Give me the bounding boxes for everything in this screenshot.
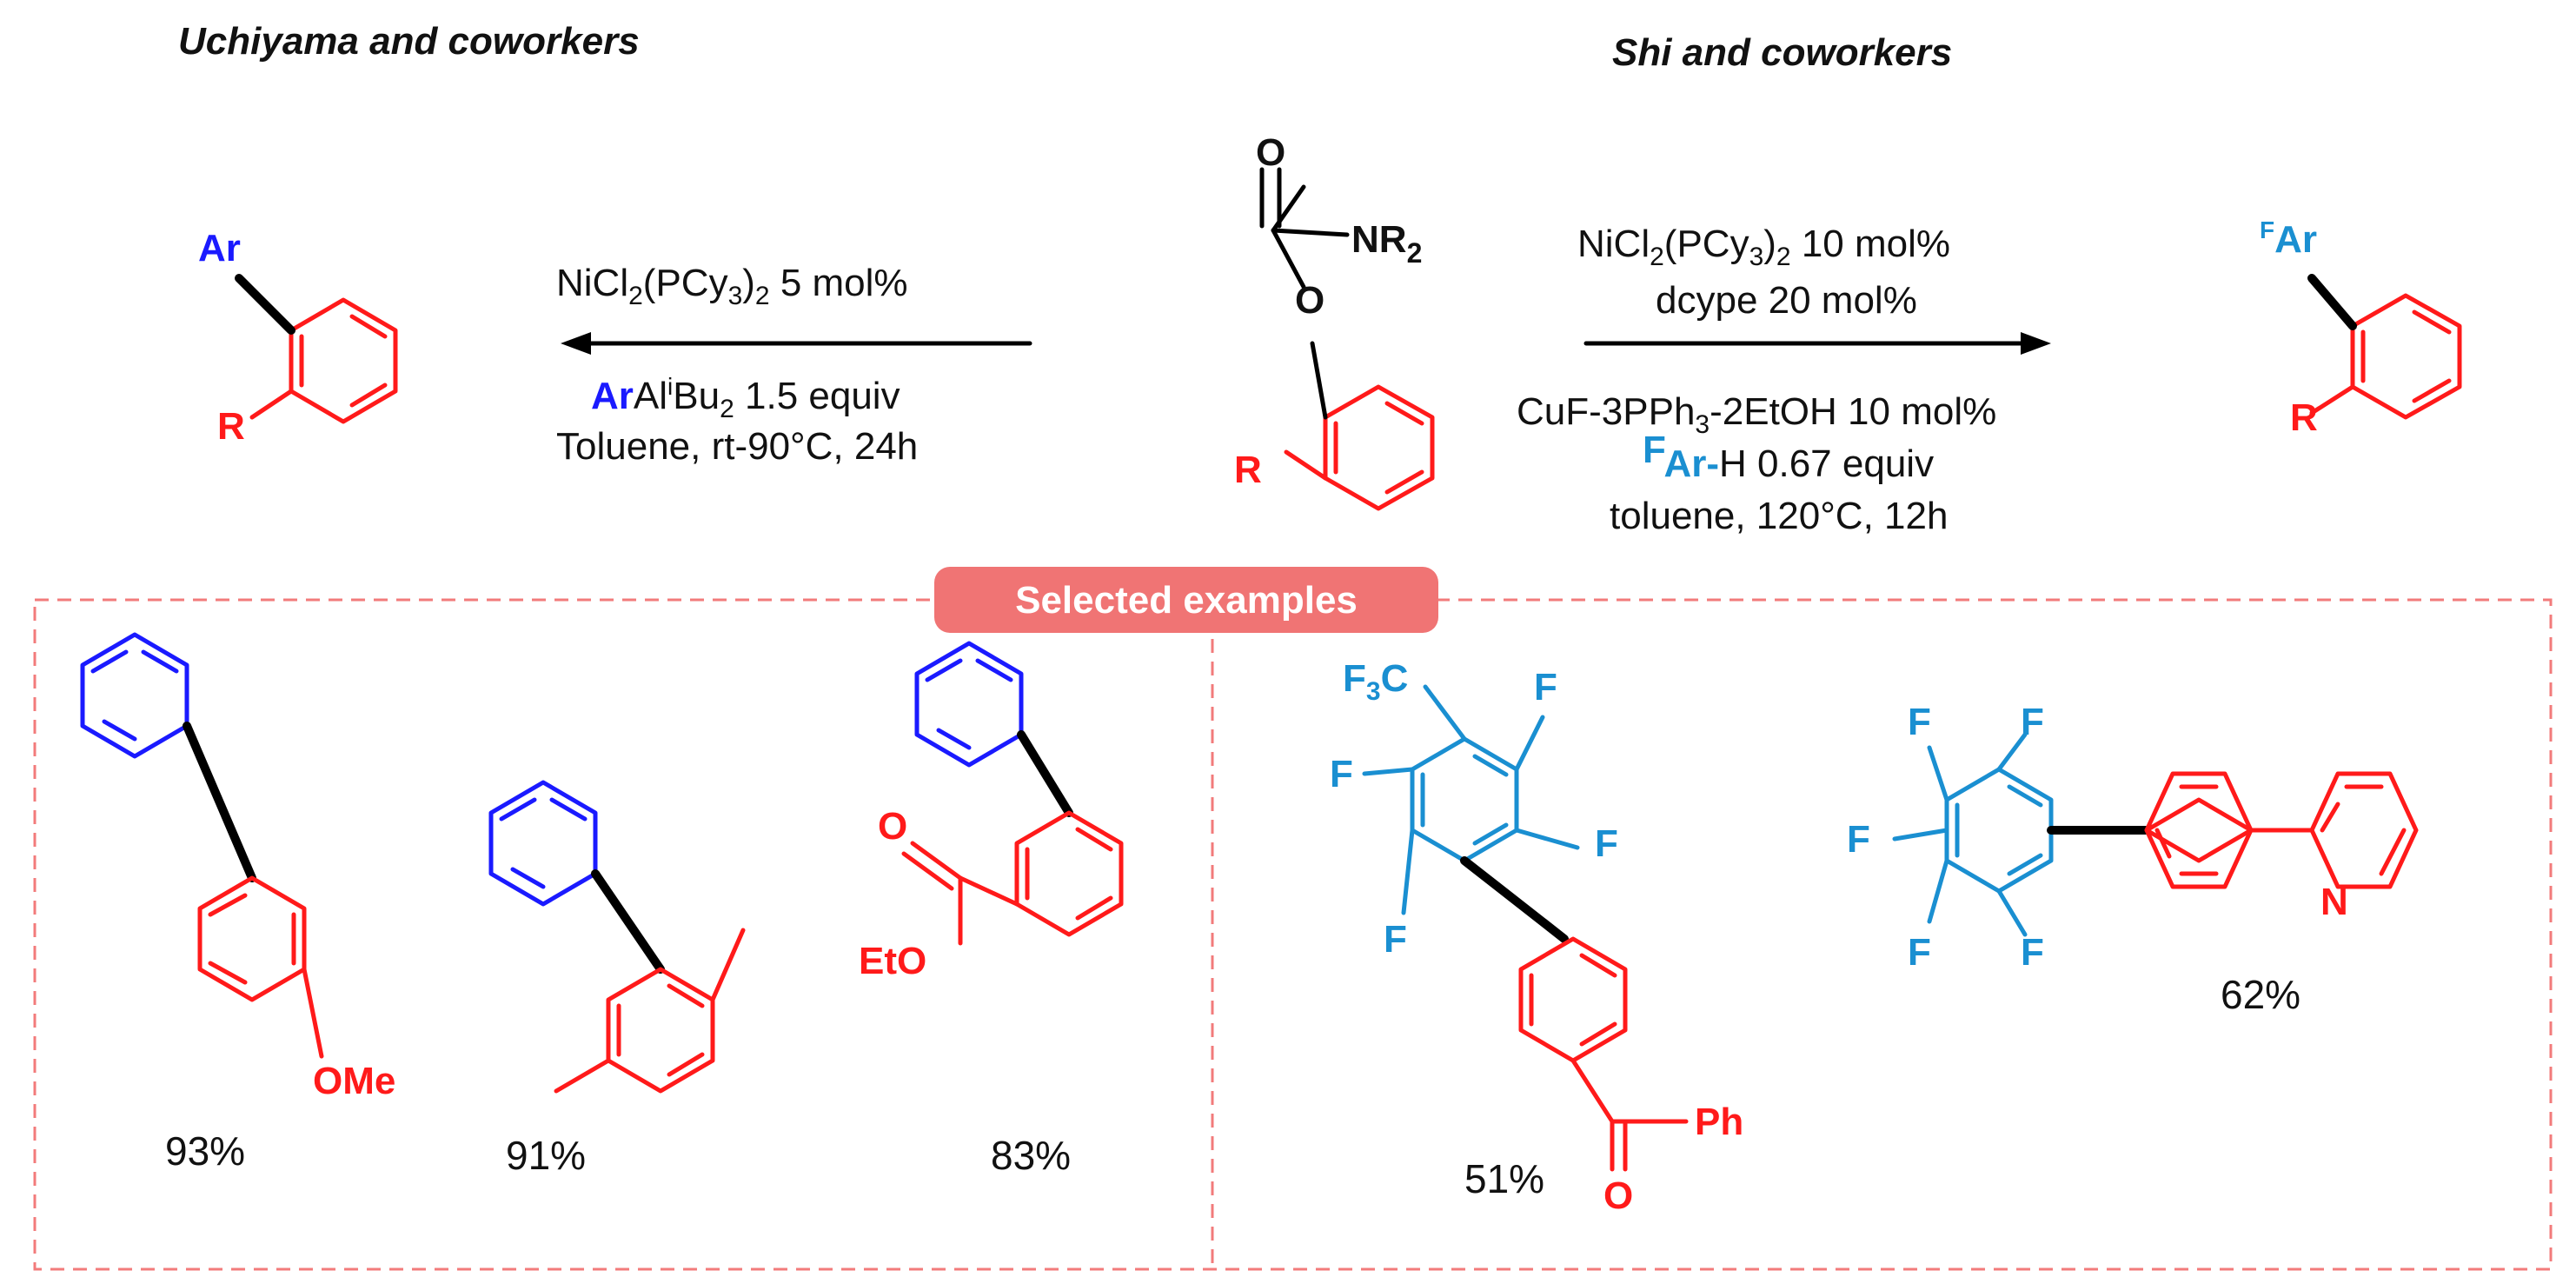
left-reaction-arrow [561, 332, 1032, 355]
nr2-label: NR2 [1351, 218, 1422, 269]
selected-examples-label: Selected examples [1015, 579, 1358, 622]
ester-o-label: O [1295, 279, 1325, 322]
substrate-r-label: R [1234, 449, 1262, 491]
right-product-r-label: R [2290, 396, 2318, 439]
example-5-yield: 62% [2221, 972, 2300, 1017]
right-ligand: dcype 20 mol% [1656, 279, 1917, 322]
example-5-f-left-label: F [1847, 818, 1870, 861]
left-product-ar-label: Ar [198, 227, 241, 269]
example-5-f-bottom-right-label: F [2021, 931, 2044, 974]
selected-examples-box [33, 598, 2553, 1271]
left-conditions: NiCl2(PCy3)2 5 mol% ArAliBu2 1.5 equiv T… [556, 262, 918, 468]
left-catalyst: NiCl2(PCy3)2 5 mol% [556, 262, 908, 310]
right-reaction-arrow [1583, 332, 2051, 355]
example-5-structure: F F F F F N [1847, 701, 2419, 974]
right-product-far-label: FAr [2260, 216, 2317, 261]
right-author-heading: Shi and coworkers [1612, 31, 1952, 74]
left-reagent: ArAliBu2 1.5 equiv [591, 373, 900, 423]
example-4-f-left-label: F [1330, 753, 1353, 795]
example-4-yield: 51% [1464, 1156, 1544, 1201]
carbonyl-o-label: O [1256, 131, 1285, 174]
left-solvent: Toluene, rt-90°C, 24h [556, 425, 918, 468]
right-conditions: NiCl2(PCy3)2 10 mol% dcype 20 mol% CuF-3… [1517, 223, 1996, 537]
example-2-yield: 91% [506, 1133, 586, 1178]
example-3-carbonyl-o-label: O [878, 805, 907, 848]
example-1-structure: OMe [80, 632, 395, 1102]
selected-examples-badge [934, 567, 1438, 633]
example-4-f-right-label: F [1595, 822, 1618, 865]
example-5-f-bottom-left-label: F [1908, 931, 1931, 974]
right-copper: CuF-3PPh3-2EtOH 10 mol% [1517, 390, 1996, 439]
right-product: FAr R [2260, 216, 2462, 439]
left-product: Ar R [198, 227, 398, 448]
right-arene: FAr-H 0.67 equiv [1643, 429, 1934, 485]
substrate-carbamate: O O NR2 R [1234, 131, 1435, 511]
left-author-heading: Uchiyama and coworkers [178, 20, 640, 63]
right-catalyst: NiCl2(PCy3)2 10 mol% [1577, 223, 1950, 271]
nr2-sub: 2 [1407, 237, 1423, 269]
nr2-main: NR [1351, 218, 1407, 261]
example-3-yield: 83% [991, 1133, 1071, 1178]
left-product-r-label: R [217, 405, 245, 448]
example-3-structure: O EtO [859, 641, 1124, 982]
example-5-f-top-left-label: F [1908, 701, 1931, 743]
example-4-f-bottom-label: F [1384, 918, 1407, 961]
right-solvent: toluene, 120°C, 12h [1610, 495, 1948, 537]
example-5-f-top-right-label: F [2021, 701, 2044, 743]
example-3-eto-label: EtO [859, 940, 926, 982]
example-1-yield: 93% [165, 1128, 245, 1174]
example-4-cf3-label: F3C [1343, 657, 1408, 706]
example-4-structure: F3C F F F F Ph O [1330, 657, 1743, 1217]
example-4-ph-label: Ph [1695, 1101, 1743, 1143]
example-4-o-label: O [1603, 1174, 1633, 1217]
example-4-f-top-label: F [1534, 666, 1557, 709]
example-5-n-label: N [2320, 881, 2348, 923]
example-1-ome-label: OMe [313, 1060, 395, 1102]
example-2-structure [488, 780, 746, 1094]
